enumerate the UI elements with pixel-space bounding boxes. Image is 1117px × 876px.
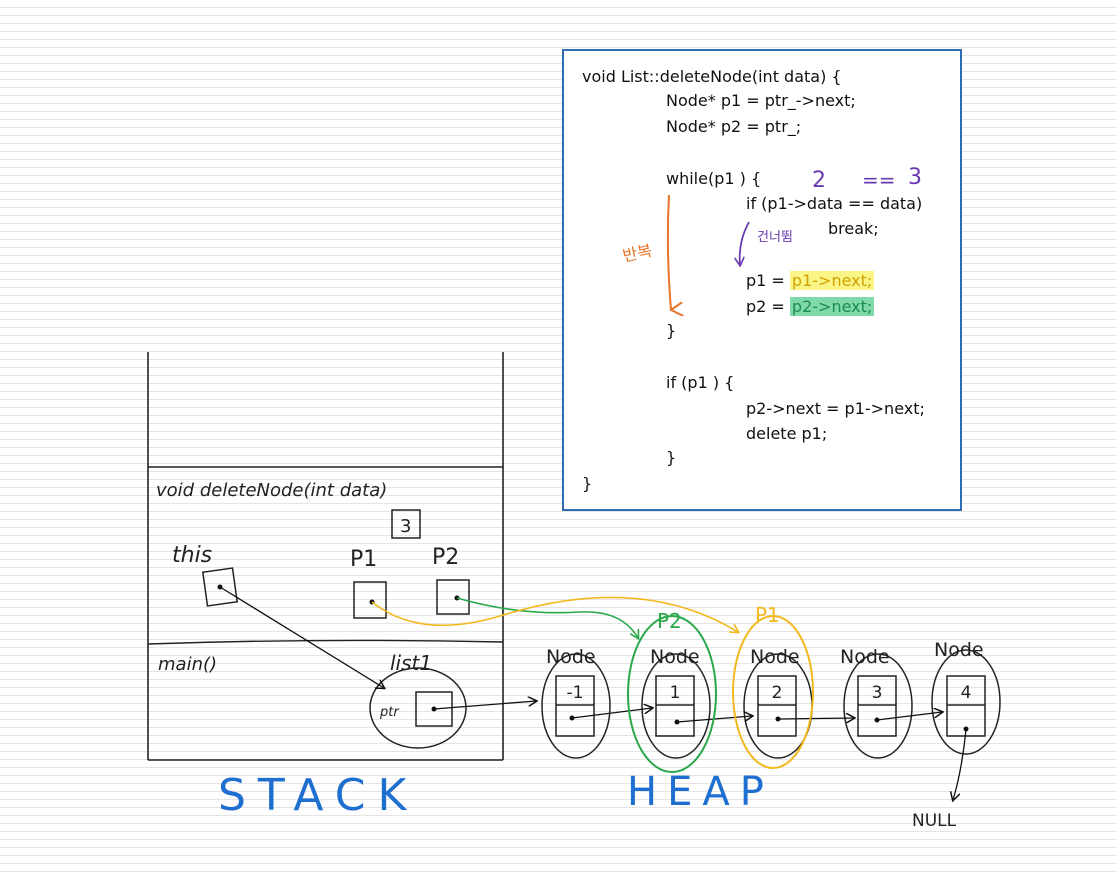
list-label: list1 bbox=[390, 651, 432, 675]
p1-box bbox=[353, 581, 387, 619]
node-outline bbox=[743, 653, 813, 759]
stack-container bbox=[147, 352, 504, 761]
code-text: p1 = bbox=[746, 271, 790, 290]
code-line-relink: p2->next = p1->next; bbox=[746, 399, 925, 418]
node-box bbox=[655, 675, 695, 737]
stack-caption: STACK bbox=[218, 770, 418, 821]
node-outline bbox=[931, 649, 1001, 755]
p1-pointer-arrow bbox=[371, 596, 738, 632]
ptr-arrow bbox=[433, 701, 536, 710]
node-label: Node bbox=[750, 646, 800, 668]
highlight-p1-next: p1->next; bbox=[789, 271, 875, 290]
code-line-delete: delete p1; bbox=[746, 424, 828, 443]
next-arrow bbox=[876, 712, 942, 721]
p1-highlight-ring bbox=[732, 615, 814, 769]
heap-node: 3 Node bbox=[840, 646, 913, 759]
p2-pointer-arrow bbox=[456, 597, 638, 638]
p1-heap-marker: P1 bbox=[755, 603, 780, 627]
next-arrow bbox=[571, 708, 652, 719]
loop-arrow bbox=[666, 194, 671, 310]
node-outline bbox=[843, 653, 913, 759]
compare-left-value: 2 bbox=[812, 168, 826, 193]
node-label: Node bbox=[840, 646, 890, 668]
null-arrow bbox=[953, 728, 967, 800]
node-box bbox=[757, 675, 797, 737]
code-line-if-p1: if (p1 ) { bbox=[666, 373, 735, 392]
code-signature: void List::deleteNode(int data) { bbox=[582, 67, 842, 86]
code-line-if-close: } bbox=[666, 448, 677, 467]
loop-label: 반복 bbox=[621, 241, 654, 266]
code-line-p1-advance: p1 = p1->next; bbox=[746, 271, 875, 291]
frame-delete-label: void deleteNode(int data) bbox=[156, 480, 387, 501]
null-label: NULL bbox=[912, 811, 957, 831]
node-label: Node bbox=[546, 646, 596, 668]
code-line-while: while(p1 ) { bbox=[666, 169, 762, 188]
code-line-p1-init: Node* p1 = ptr_->next; bbox=[666, 91, 856, 110]
frame-divider-main bbox=[147, 639, 504, 645]
code-line-p2-init: Node* p2 = ptr_; bbox=[666, 117, 802, 136]
node-value: 4 bbox=[961, 683, 972, 703]
data-param-box bbox=[391, 509, 421, 539]
node-outline bbox=[541, 653, 611, 759]
this-label: this bbox=[172, 543, 212, 568]
node-box bbox=[946, 675, 986, 737]
node-outline bbox=[641, 653, 711, 759]
highlight-p2-next: p2->next; bbox=[789, 297, 875, 316]
this-arrow bbox=[219, 586, 384, 688]
node-label: Node bbox=[934, 639, 984, 661]
p2-heap-marker: P2 bbox=[657, 609, 682, 633]
code-box: void List::deleteNode(int data) { Node* … bbox=[562, 49, 962, 511]
node-value: 2 bbox=[772, 683, 783, 703]
heap-node: 4 Node bbox=[931, 639, 1001, 755]
frame-main-label: main() bbox=[158, 654, 217, 675]
node-value: 3 bbox=[872, 683, 883, 703]
code-line-if-data: if (p1->data == data) bbox=[746, 194, 923, 213]
node-value: 1 bbox=[670, 683, 681, 703]
ptr-label: ptr bbox=[379, 705, 400, 720]
node-value: -1 bbox=[567, 683, 584, 703]
compare-operator: == bbox=[862, 168, 896, 192]
heap-node: -1 Node bbox=[541, 646, 611, 759]
code-line-func-close: } bbox=[582, 474, 593, 493]
heap-caption: HEAP bbox=[627, 769, 774, 815]
data-param-value: 3 bbox=[400, 516, 411, 537]
code-line-while-close: } bbox=[666, 321, 677, 340]
next-arrow bbox=[777, 718, 854, 719]
p2-box bbox=[436, 579, 470, 615]
ptr-box bbox=[415, 691, 453, 727]
heap-node: 2 Node bbox=[743, 646, 813, 759]
code-line-break: break; bbox=[828, 219, 879, 238]
p2-label: P2 bbox=[432, 545, 459, 570]
p2-highlight-ring bbox=[627, 615, 717, 773]
this-box bbox=[201, 567, 239, 607]
code-line-p2-advance: p2 = p2->next; bbox=[746, 297, 875, 317]
compare-right-value: 3 bbox=[908, 165, 922, 190]
list-object-circle bbox=[369, 667, 467, 749]
skip-arrow bbox=[740, 221, 750, 265]
node-box bbox=[555, 675, 595, 737]
code-text: p2 = bbox=[746, 297, 790, 316]
heap-node: 1 Node bbox=[641, 646, 711, 759]
node-box bbox=[857, 675, 897, 737]
p1-label: P1 bbox=[350, 547, 377, 572]
node-label: Node bbox=[650, 646, 700, 668]
skip-label: 건너뜀 bbox=[757, 230, 793, 245]
